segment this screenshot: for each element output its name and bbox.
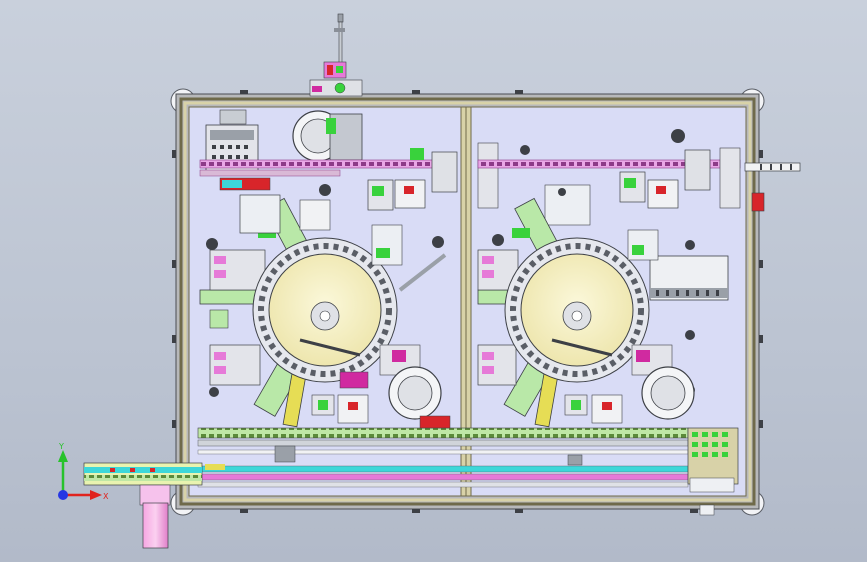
x-axis-arrow: [90, 490, 102, 500]
bottom-conveyor[interactable]: [197, 415, 739, 516]
top-feeder-post[interactable]: [309, 13, 363, 97]
x-axis-label: X: [103, 492, 109, 501]
left-station[interactable]: [199, 109, 458, 428]
right-side-connector[interactable]: [744, 162, 801, 212]
y-axis-label: Y: [58, 442, 64, 451]
y-axis-arrow: [58, 450, 68, 462]
z-axis-dot: [58, 490, 68, 500]
coordinate-triad: Y X: [58, 442, 109, 501]
left-outfeed[interactable]: [83, 462, 203, 549]
right-station[interactable]: [477, 129, 741, 428]
